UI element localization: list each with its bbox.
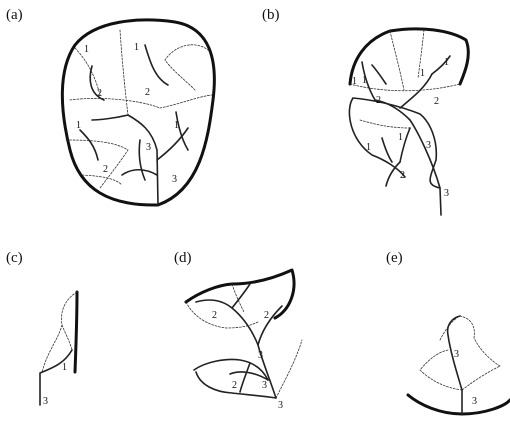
panel-label-b: (b) — [262, 7, 280, 23]
order-label: 3 — [146, 142, 151, 153]
vein-a-1 — [157, 128, 188, 160]
order-label: 2 — [434, 96, 439, 107]
areole-a-1 — [70, 95, 212, 108]
order-label: 1 — [420, 68, 425, 79]
areole-a-2 — [120, 30, 128, 115]
order-label: 3 — [43, 396, 48, 407]
order-label: 2 — [212, 310, 217, 321]
leaf-edge-c — [42, 292, 77, 372]
order-label: 3 — [472, 396, 477, 407]
panel-label-c: (c) — [6, 250, 23, 266]
panel-label-e: (e) — [386, 250, 403, 266]
midrib-b — [375, 100, 441, 215]
vein-b-7 — [382, 138, 392, 162]
vein-d-3 — [230, 372, 268, 380]
vein-b-2 — [400, 74, 432, 108]
order-label: 1 — [398, 132, 403, 143]
order-label: 1 — [362, 75, 367, 86]
areole-a-4 — [165, 45, 208, 90]
panel-e: (e) 3 3 — [386, 250, 510, 414]
vein-a-8 — [139, 140, 145, 180]
order-label: 1 — [366, 142, 371, 153]
order-label: 2 — [376, 95, 381, 106]
panel-b: (b) 1 1 1 1 2 2 1 1 3 2 3 — [262, 7, 468, 215]
midrib-e — [448, 316, 462, 414]
order-label: 3 — [258, 350, 263, 361]
order-label: 1 — [444, 57, 449, 68]
order-label: 2 — [145, 87, 150, 98]
order-label: 1 — [174, 120, 179, 131]
order-label: 2 — [103, 164, 108, 175]
panel-label-a: (a) — [6, 7, 23, 23]
vein-d-1 — [258, 306, 282, 345]
panel-label-d: (d) — [174, 250, 192, 266]
areole-d-2 — [276, 340, 302, 398]
order-label: 1 — [352, 76, 357, 87]
areole-c-1 — [62, 325, 72, 350]
order-label: 1 — [134, 42, 139, 53]
vein-d-4 — [240, 363, 250, 392]
order-label: 1 — [76, 120, 81, 131]
leaf-outline-c — [75, 292, 77, 372]
vein-a-3 — [92, 115, 128, 120]
panel-a: (a) 1 1 2 2 1 1 2 3 3 — [6, 7, 214, 205]
panel-c: (c) 1 3 — [6, 250, 77, 407]
order-label: 2 — [97, 88, 102, 99]
areole-e-3 — [462, 366, 500, 390]
order-label: 1 — [84, 44, 89, 55]
order-label: 3 — [454, 349, 459, 360]
midrib-a — [128, 115, 158, 205]
areole-b-1 — [390, 31, 404, 90]
vein-b-3 — [372, 65, 386, 84]
order-label: 2 — [264, 310, 269, 321]
order-label: 3 — [262, 380, 267, 391]
leaf-outline-e — [408, 395, 510, 414]
order-label: 3 — [444, 188, 449, 199]
vein-a-5 — [145, 45, 168, 85]
vein-d-2 — [232, 284, 250, 308]
vein-a-6 — [80, 130, 98, 160]
order-label: 2 — [400, 170, 405, 181]
areole-b-3 — [360, 120, 410, 128]
order-label: 1 — [62, 362, 67, 373]
order-label: 3 — [278, 400, 283, 411]
order-label: 3 — [172, 174, 177, 185]
order-label: 3 — [426, 140, 431, 151]
panel-d: (d) 2 2 3 2 3 3 — [174, 250, 302, 411]
order-label: 2 — [232, 380, 237, 391]
vein-a-2 — [122, 170, 157, 175]
areole-d-1 — [232, 284, 244, 312]
